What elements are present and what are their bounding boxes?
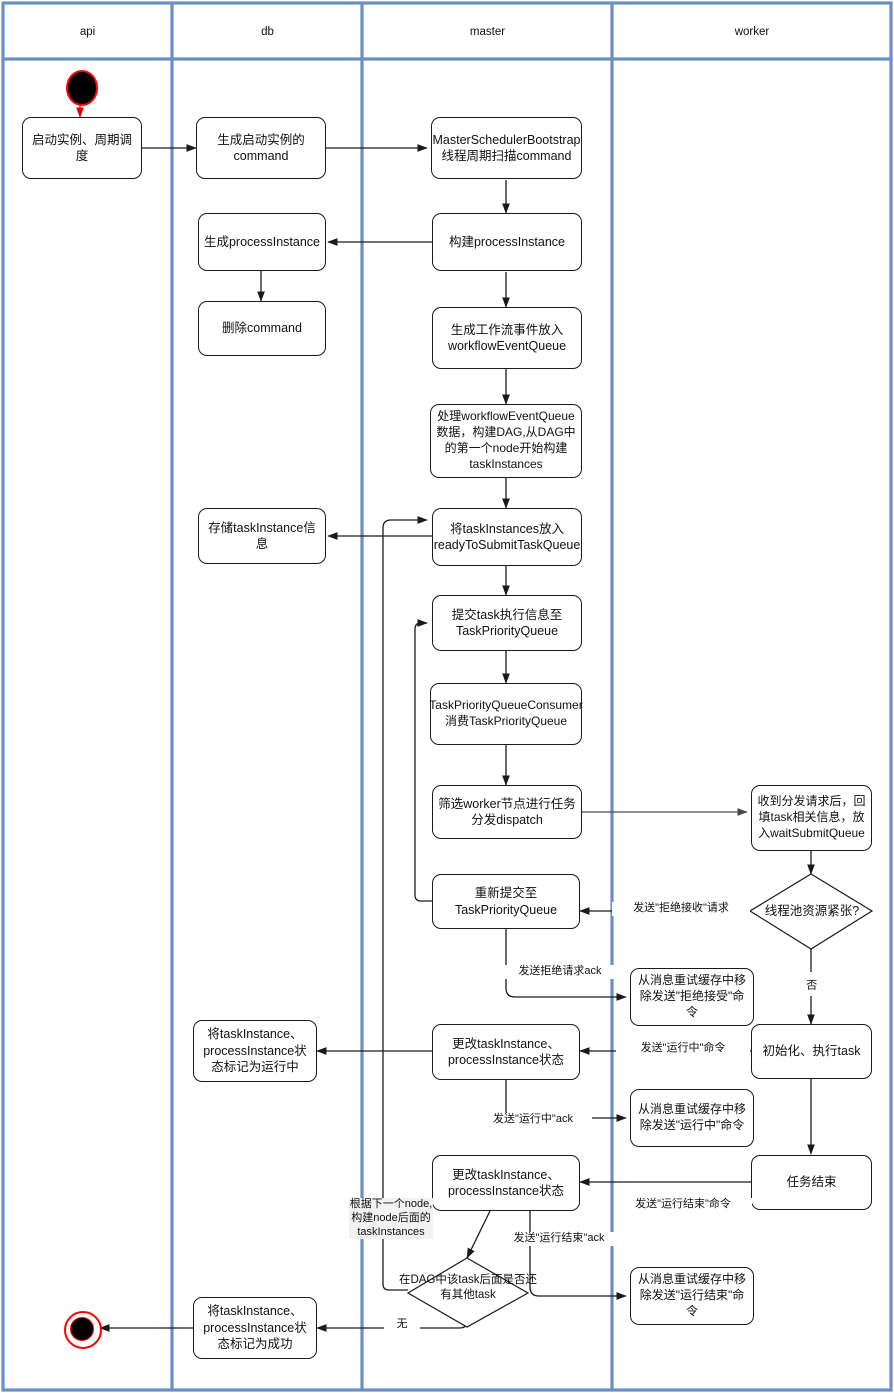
edge-label-next-node: 根据下一个node,构建node后面的taskInstances <box>349 1198 433 1240</box>
lane-title-api: api <box>79 26 96 38</box>
edge-label-finish-command: 发送"运行结束"命令 <box>614 1198 752 1212</box>
edge-label-reject-request: 发送"拒绝接收"请求 <box>612 902 750 916</box>
node-db-delete-command[interactable]: 删除command <box>198 301 326 356</box>
node-db-store-task-instance[interactable]: 存储taskInstance信息 <box>198 508 326 564</box>
edge-label-finish-ack: 发送"运行结束"ack <box>500 1232 618 1246</box>
node-master-resubmit-task-priority-queue[interactable]: 重新提交至TaskPriorityQueue <box>432 874 580 929</box>
node-worker-init-execute-task[interactable]: 初始化、执行task <box>751 1024 872 1079</box>
node-worker-task-end[interactable]: 任务结束 <box>751 1155 872 1210</box>
lane-title-master: master <box>469 26 506 38</box>
node-master-update-status-finished[interactable]: 更改taskInstance、processInstance状态 <box>432 1155 580 1211</box>
node-master-submit-task-priority-queue[interactable]: 提交task执行信息至TaskPriorityQueue <box>432 595 582 651</box>
node-api-start-instance[interactable]: 启动实例、周期调度 <box>22 117 142 179</box>
edge-label-reject-ack: 发送拒绝请求ack <box>500 965 620 979</box>
node-db-generate-process-instance[interactable]: 生成processInstance <box>198 213 326 271</box>
start-node <box>66 70 98 106</box>
node-worker-receive-dispatch[interactable]: 收到分发请求后，回填task相关信息，放入waitSubmitQueue <box>751 785 872 851</box>
end-node-inner <box>70 1317 94 1341</box>
node-master-dispatch-worker[interactable]: 筛选worker节点进行任务分发dispatch <box>432 785 582 839</box>
node-master-update-status-running[interactable]: 更改taskInstance、processInstance状态 <box>432 1024 580 1080</box>
lane-title-worker: worker <box>734 26 770 38</box>
node-master-remove-finish-command[interactable]: 从消息重试缓存中移除发送"运行结束"命令 <box>630 1267 754 1325</box>
node-master-build-process-instance[interactable]: 构建processInstance <box>432 213 582 271</box>
node-master-scheduler-bootstrap[interactable]: MasterSchedulerBootstrap线程周期扫描command <box>431 117 582 179</box>
node-master-ready-to-submit-task-queue[interactable]: 将taskInstances放入readyToSubmitTaskQueue <box>432 508 582 566</box>
node-api-mark-running[interactable]: 将taskInstance、processInstance状态标记为运行中 <box>193 1020 317 1082</box>
edge-label-pool-no: 否 <box>803 972 817 996</box>
lane-title-db: db <box>261 26 274 38</box>
decision-more-task-label: 在DAG中该task后面是否还有其他task <box>399 1274 538 1301</box>
decision-thread-pool-label: 线程池资源紧张? <box>764 904 860 918</box>
edge-label-running-ack: 发送"运行中"ack <box>474 1113 592 1127</box>
node-api-mark-success[interactable]: 将taskInstance、processInstance状态标记为成功 <box>193 1297 317 1359</box>
edge-label-task-none: 无 <box>384 1318 420 1332</box>
edge-label-running-command: 发送"运行中"命令 <box>616 1042 750 1056</box>
node-master-remove-running-command[interactable]: 从消息重试缓存中移除发送"运行中"命令 <box>630 1089 754 1147</box>
node-master-handle-workflow-event-queue[interactable]: 处理workflowEventQueue数据，构建DAG,从DAG中的第一个no… <box>430 404 582 478</box>
node-master-generate-workflow-event[interactable]: 生成工作流事件放入workflowEventQueue <box>432 307 582 369</box>
node-master-remove-reject-command[interactable]: 从消息重试缓存中移除发送"拒绝接受"命令 <box>630 968 754 1026</box>
node-master-task-priority-queue-consumer[interactable]: TaskPriorityQueueConsumer消费TaskPriorityQ… <box>429 683 583 745</box>
node-db-generate-command[interactable]: 生成启动实例的command <box>196 117 326 179</box>
